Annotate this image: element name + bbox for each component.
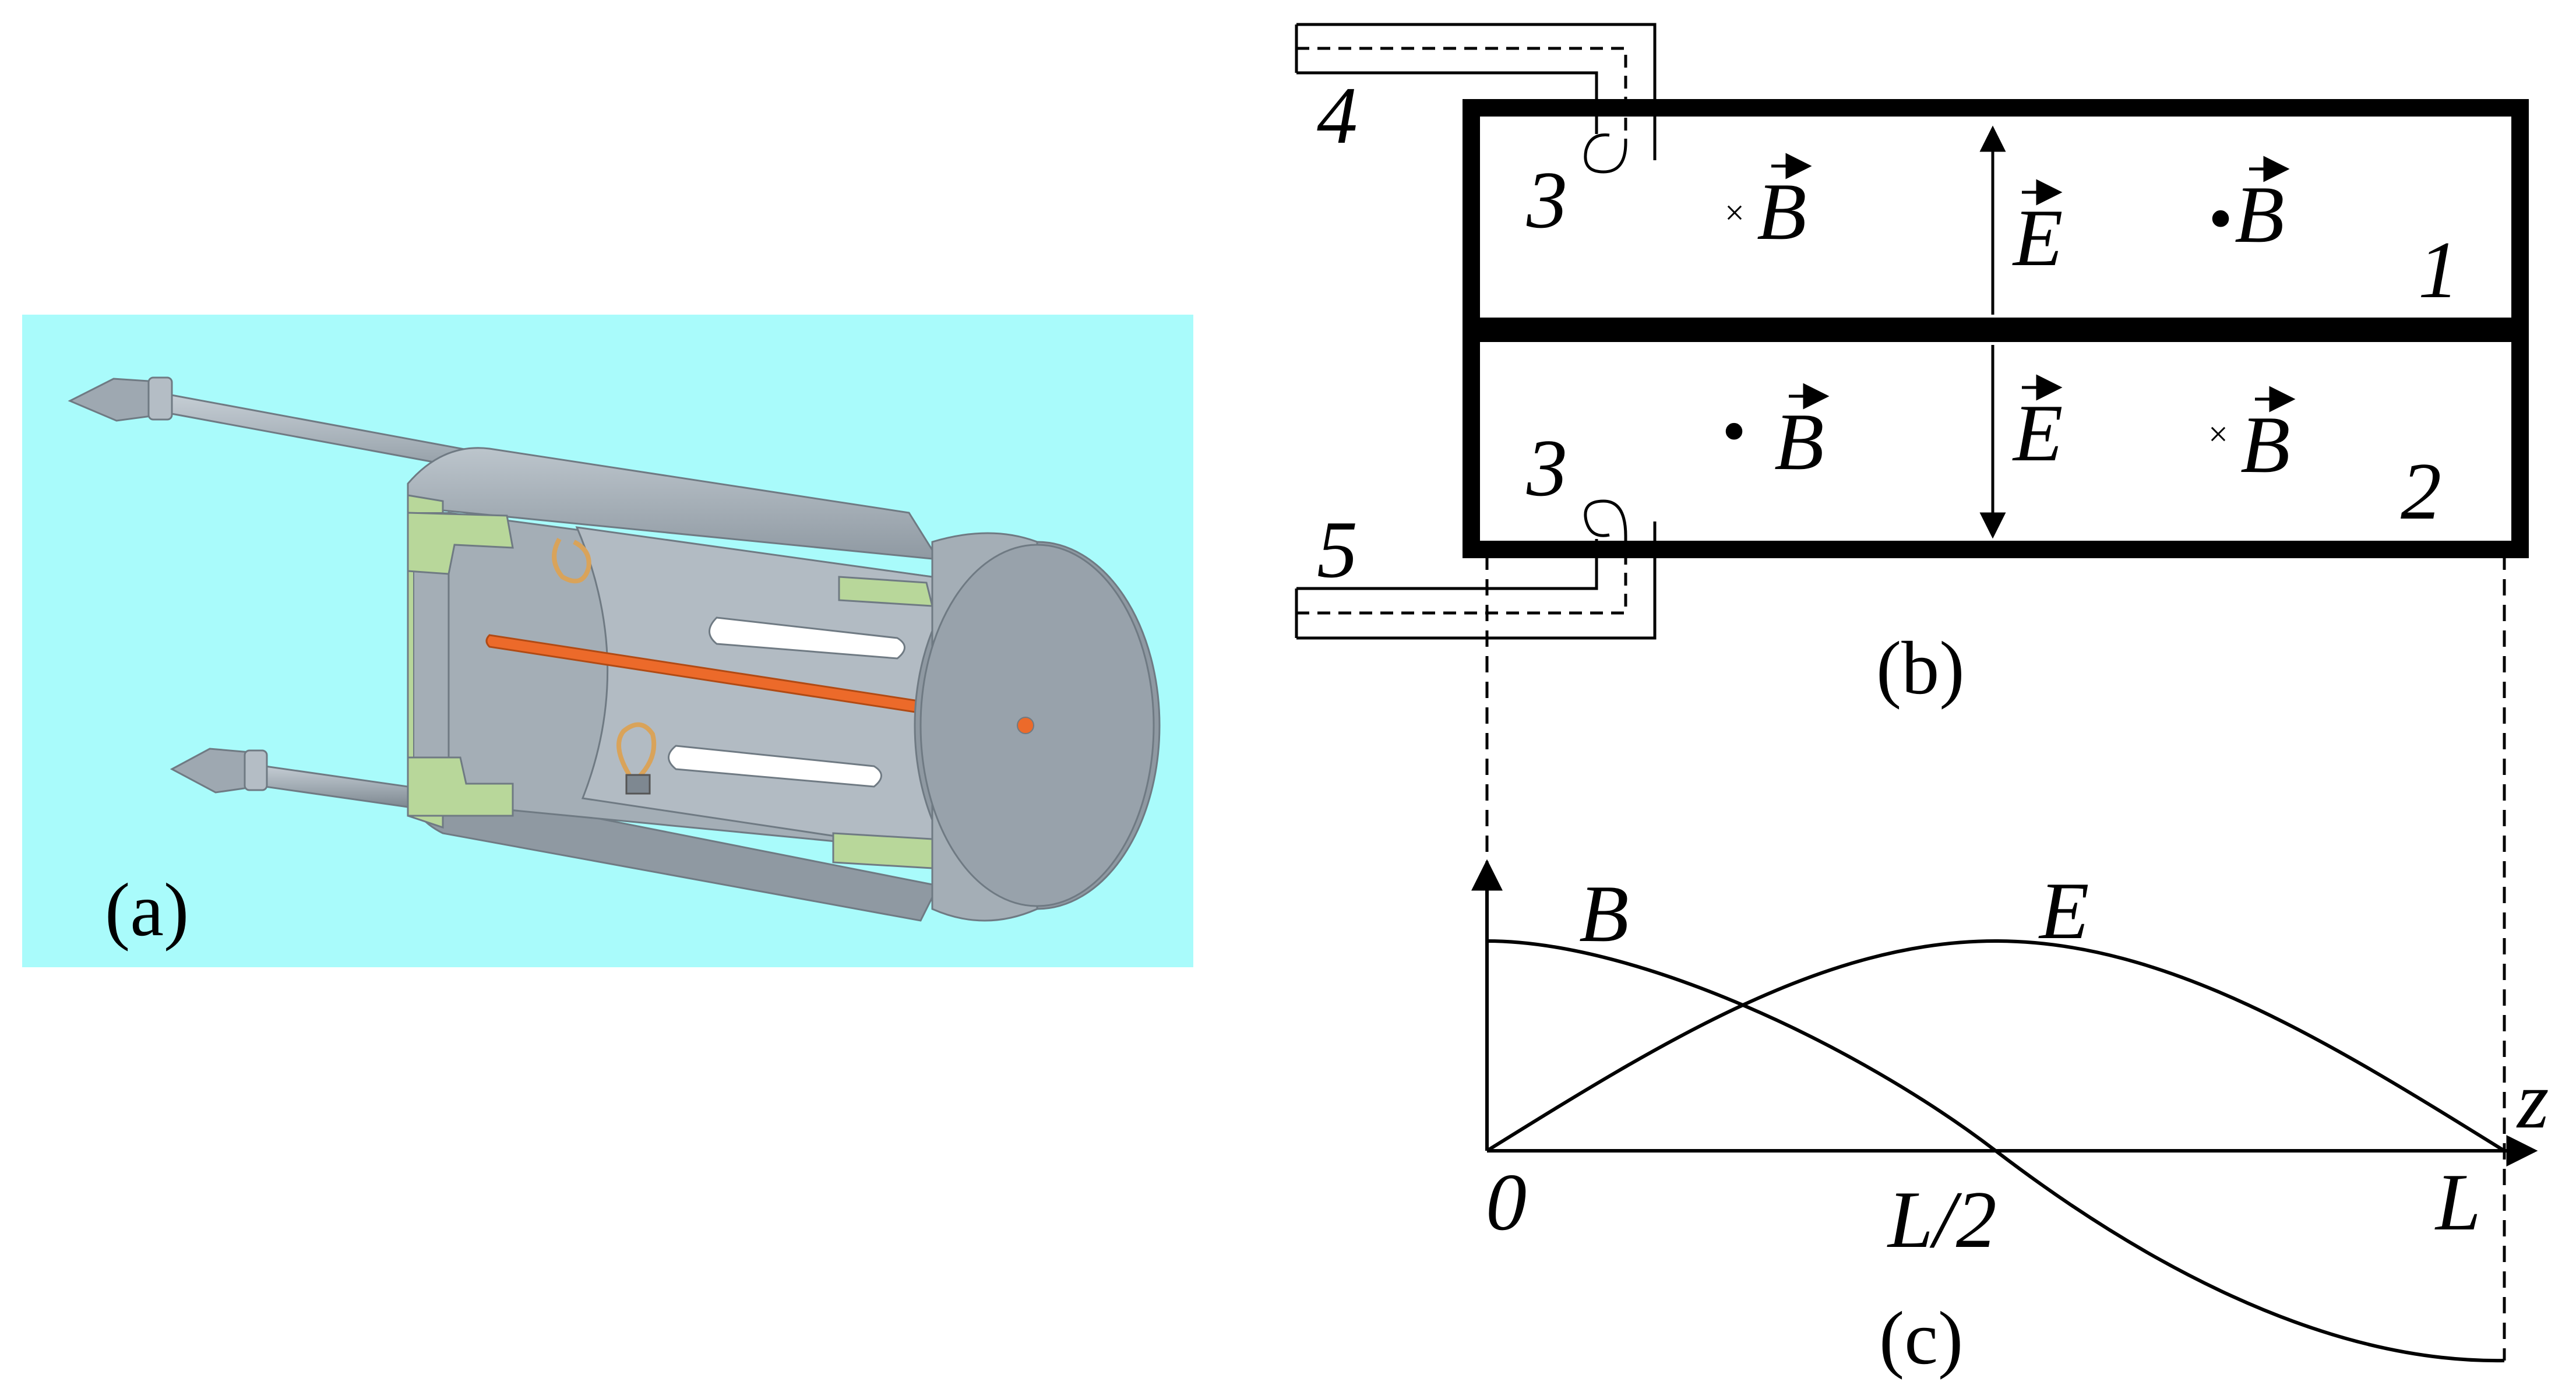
label-2: 2 (2401, 446, 2441, 537)
dot-symbol-bottom-left: • (1722, 392, 1746, 470)
panel-b-label: (b) (1876, 626, 1965, 710)
tick-label-origin: 0 (1486, 1157, 1527, 1247)
lower-slot (668, 745, 882, 788)
axis-label-z: z (2516, 1055, 2549, 1146)
feed-line-4 (1295, 23, 1657, 174)
tick-label-half: L/2 (1887, 1175, 1997, 1265)
panel-a: (a) (22, 315, 1193, 967)
center-hole-icon (1017, 717, 1034, 734)
coupling-loop-top-icon (552, 538, 591, 584)
b-field-label-bottom-right: B (2240, 400, 2290, 490)
label-4: 4 (1317, 71, 1358, 161)
panel-c: B E z 0 L/2 L (c) (1471, 554, 2549, 1380)
label-1: 1 (2418, 225, 2459, 315)
b-field-label-top-right: B (2235, 170, 2285, 260)
panel-c-label: (c) (1879, 1296, 1963, 1380)
curve-label-b: B (1579, 869, 1629, 959)
label-3-top: 3 (1526, 155, 1567, 245)
center-divider (1480, 318, 2511, 342)
upper-slot (709, 616, 905, 660)
label-5: 5 (1317, 505, 1358, 595)
feed-line-5 (1295, 499, 1657, 640)
cross-symbol-bottom-right: × (2208, 415, 2228, 453)
insulator-top-left (407, 512, 514, 575)
lower-feed-tube (170, 748, 409, 808)
label-3-bottom: 3 (1526, 423, 1567, 513)
panel-b: 4 5 3 3 1 2 × B E • B • B E × B (b) (1295, 23, 2529, 710)
e-field-curve (1486, 939, 2505, 1153)
coupling-loop-bottom-icon (616, 722, 657, 795)
curve-label-e: E (2038, 866, 2089, 956)
insulator-bottom-right (832, 832, 933, 869)
insulator-bottom-left (407, 756, 514, 817)
cross-symbol-top-left: × (1725, 193, 1745, 232)
b-field-label-bottom-left: B (1774, 397, 1824, 487)
e-field-label-top: E (2012, 193, 2063, 283)
panel-a-label: (a) (105, 868, 189, 952)
b-field-label-top-left: B (1757, 167, 1807, 257)
b-field-curve (1486, 939, 2505, 1363)
dot-symbol-top-right: • (2208, 179, 2233, 257)
tick-label-end: L (2434, 1157, 2481, 1247)
e-field-label-bottom: E (2012, 388, 2063, 478)
cavity-body (407, 447, 1161, 922)
